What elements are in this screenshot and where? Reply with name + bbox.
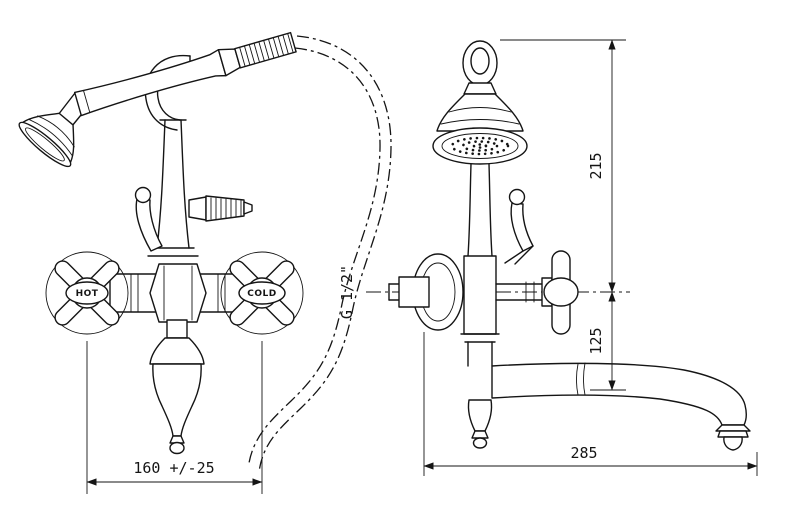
spout-side: [491, 362, 751, 451]
hand-shower-head: [18, 112, 75, 168]
dimension-160-label: 160 +/-25: [133, 459, 214, 477]
wall-mount: [388, 253, 464, 331]
cross-handle-side: [495, 250, 579, 335]
hand-shower-neck: [57, 92, 82, 127]
cold-label: COLD: [247, 289, 276, 299]
hand-shower-handle: [73, 31, 297, 117]
side-view: G 1/2" 215 125 285: [338, 39, 758, 476]
shower-hose: [248, 35, 392, 473]
hose-outlet-connector: [188, 195, 253, 222]
thread-size-label: G 1/2": [338, 265, 356, 319]
hot-handle: HOT: [45, 251, 129, 335]
hanger-loop: [462, 40, 498, 95]
shower-head-side: [432, 93, 528, 165]
diverter-lever: [134, 186, 163, 252]
dimension-285-label: 285: [570, 444, 597, 462]
dimension-125: 125: [587, 291, 626, 391]
dimension-125-label: 125: [587, 327, 605, 354]
shower-column: [460, 163, 500, 367]
dimension-285: 285: [423, 332, 758, 476]
dimension-160: 160 +/-25: [86, 341, 263, 494]
hose-corrugation: [234, 31, 297, 69]
diverter-lever-side: [504, 188, 534, 265]
cold-handle: COLD: [220, 251, 304, 335]
spout-front: [149, 319, 205, 455]
mixer-body: [109, 263, 247, 323]
front-view: HOT COLD 160 +/-25: [18, 31, 392, 494]
column-finial: [467, 399, 493, 449]
dimension-215: 215: [500, 39, 626, 293]
dimension-215-label: 215: [587, 152, 605, 179]
hot-label: HOT: [76, 289, 99, 299]
